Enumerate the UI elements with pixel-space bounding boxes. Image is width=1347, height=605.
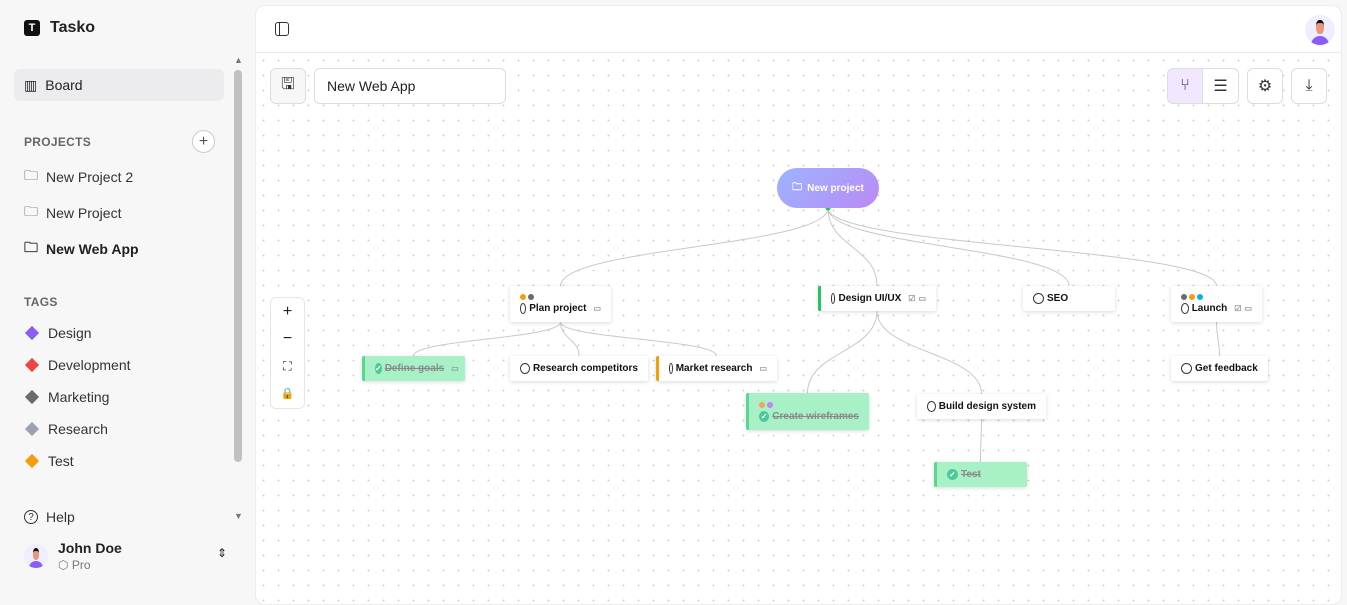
sidebar-project-item[interactable]: 🗀New Web App — [24, 237, 139, 261]
zoom-in-button[interactable]: + — [282, 303, 293, 320]
sidebar-tag-item[interactable]: Marketing — [24, 389, 109, 405]
logo-icon: T — [24, 20, 40, 36]
user-plan: Pro — [71, 558, 91, 572]
board-icon: ▥ — [24, 76, 38, 93]
user-menu[interactable]: John Doe ⬡ Pro — [24, 540, 122, 572]
comment-icon: ▭ — [759, 364, 767, 373]
folder-icon: 🗀 — [792, 181, 803, 193]
projects-heading: PROJECTS — [24, 135, 92, 149]
tag-diamond-icon — [24, 453, 40, 469]
list-icon: ☰ — [1213, 78, 1228, 95]
graph-canvas[interactable] — [256, 53, 1341, 604]
task-node[interactable]: Design UI/UX☑▭ — [818, 286, 936, 311]
lock-button[interactable]: 🔒 — [280, 387, 295, 400]
status-circle-icon[interactable] — [927, 401, 936, 412]
task-node[interactable]: ✓Test — [934, 462, 1027, 487]
user-name: John Doe — [58, 540, 122, 556]
scroll-up-icon[interactable]: ▲ — [234, 55, 243, 65]
checklist-icon: ☑ — [1234, 304, 1242, 313]
status-circle-icon[interactable] — [1181, 363, 1192, 374]
help-icon: ? — [24, 510, 38, 524]
tag-dots — [759, 401, 859, 408]
task-node[interactable]: Build design system — [917, 394, 1046, 419]
comment-icon: ▭ — [593, 304, 601, 313]
status-circle-icon[interactable] — [520, 363, 530, 374]
status-circle-icon[interactable] — [831, 293, 836, 304]
scroll-down-icon[interactable]: ▼ — [234, 511, 243, 521]
status-circle-icon[interactable] — [1181, 303, 1189, 314]
save-button[interactable]: 🖫 — [270, 68, 306, 104]
download-icon: ⤓ — [1305, 77, 1313, 94]
task-node[interactable]: ✓Create wireframes — [746, 393, 869, 430]
check-circle-icon[interactable]: ✓ — [947, 469, 958, 480]
help-link[interactable]: ?Help — [24, 509, 75, 525]
add-project-button[interactable]: + — [192, 130, 215, 153]
graph-view-button[interactable]: ⑂ — [1167, 68, 1203, 104]
project-name-input[interactable] — [314, 68, 506, 104]
checklist-icon: ☑ — [908, 294, 916, 303]
check-circle-icon[interactable]: ✓ — [759, 410, 770, 422]
header — [256, 6, 1341, 53]
avatar[interactable] — [1305, 15, 1335, 45]
folder-icon: 🗀 — [24, 167, 38, 183]
gear-icon: ⚙ — [1257, 78, 1273, 95]
list-view-button[interactable]: ☰ — [1202, 68, 1239, 104]
status-circle-icon[interactable] — [669, 363, 673, 374]
settings-button[interactable]: ⚙ — [1247, 68, 1283, 104]
main-panel — [255, 5, 1342, 605]
check-circle-icon[interactable]: ✓ — [375, 363, 382, 374]
folder-icon: 🗀 — [24, 203, 38, 219]
task-node[interactable]: Get feedback — [1171, 356, 1268, 381]
task-node[interactable]: Plan project▭ — [510, 286, 611, 322]
status-circle-icon[interactable] — [1033, 293, 1044, 304]
sidebar-tag-item[interactable]: Test — [24, 453, 74, 469]
tag-diamond-icon — [24, 325, 40, 341]
zoom-out-button[interactable]: − — [282, 330, 293, 347]
zoom-controls: + − ⛶ 🔒 — [270, 297, 305, 409]
root-node[interactable]: 🗀New project — [777, 168, 879, 208]
chevron-up-down-icon[interactable]: ⇕ — [217, 546, 228, 560]
sidebar-project-item[interactable]: 🗀New Project — [24, 201, 121, 225]
task-node[interactable]: Research competitors — [510, 356, 648, 381]
tags-heading: TAGS — [24, 295, 58, 309]
tag-diamond-icon — [24, 421, 40, 437]
sidebar-tag-item[interactable]: Research — [24, 421, 108, 437]
git-branch-icon: ⑂ — [1180, 77, 1190, 94]
tag-diamond-icon — [24, 389, 40, 405]
sidebar-tag-item[interactable]: Design — [24, 325, 92, 341]
sidebar-scrollbar[interactable] — [234, 70, 242, 462]
avatar — [24, 544, 48, 568]
comment-icon: ▭ — [1244, 304, 1252, 313]
task-node[interactable]: ✓Define goals▭ — [362, 356, 465, 381]
tag-diamond-icon — [24, 357, 40, 373]
save-icon: 🖫 — [281, 75, 295, 93]
sidebar-project-item[interactable]: 🗀New Project 2 — [24, 165, 133, 189]
sidebar-item-board[interactable]: ▥Board — [14, 69, 224, 101]
sidebar-tag-item[interactable]: Development — [24, 357, 131, 373]
comment-icon: ▭ — [918, 294, 926, 303]
task-node[interactable]: Launch☑▭ — [1171, 286, 1262, 322]
tag-dots — [520, 294, 601, 300]
sidebar-toggle-icon[interactable] — [275, 22, 289, 36]
task-node[interactable]: Market research▭ — [656, 356, 777, 381]
comment-icon: ▭ — [451, 364, 459, 373]
folder-icon: 🗀 — [24, 239, 38, 255]
download-button[interactable]: ⤓ — [1291, 68, 1327, 104]
package-icon: ⬡ — [58, 558, 69, 572]
task-node[interactable]: SEO — [1023, 286, 1115, 311]
fit-view-button[interactable]: ⛶ — [283, 358, 292, 373]
tag-dots — [1181, 294, 1252, 300]
status-circle-icon[interactable] — [520, 303, 527, 314]
